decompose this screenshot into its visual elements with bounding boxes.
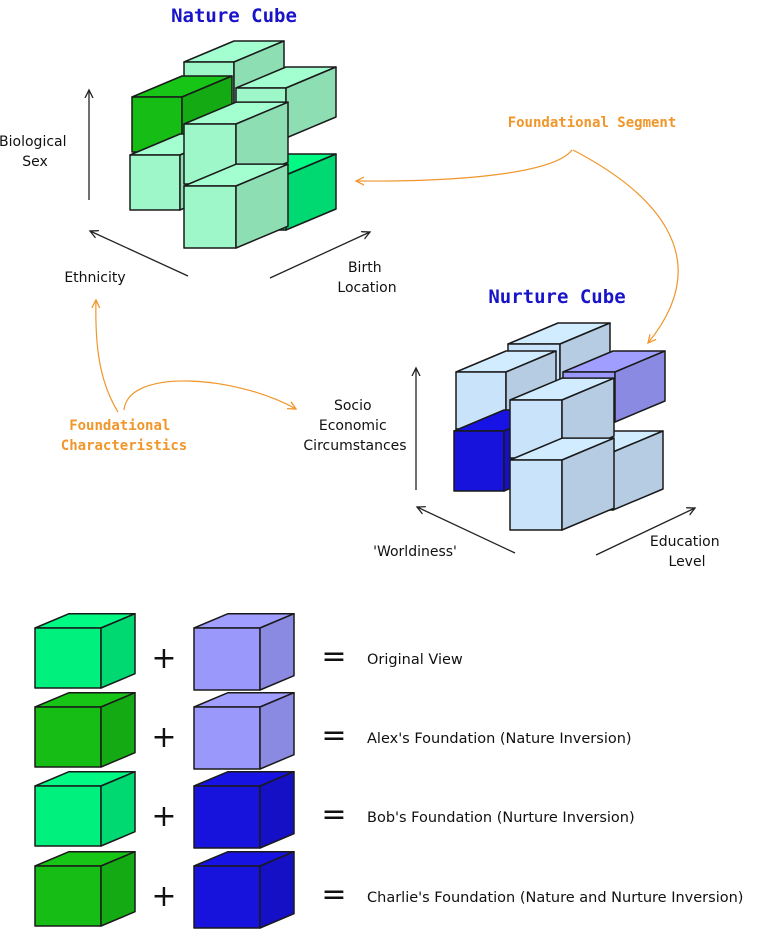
equals-sign: = [321,718,346,753]
equation-result-label: Alex's Foundation (Nature Inversion) [367,731,632,747]
characteristics-to-socio-arrow [123,380,296,411]
cube-front-face [453,430,505,492]
plus-sign: + [151,879,176,914]
nature-result-cube [34,691,136,768]
cube-front-face [183,185,237,249]
nature-cube-block [183,163,289,249]
equals-sign: = [321,639,346,674]
nature-result-cube [34,770,136,847]
nurture-vertical-label-line: Circumstances [303,438,406,454]
cube-side-face [259,850,295,929]
nurture-right-label-line: Education [650,534,720,550]
cube-side-face [100,850,136,927]
nature-right-label-line: Birth [348,260,382,276]
cube-front-face [129,154,181,211]
equation-result-label: Charlie's Foundation (Nature and Nurture… [367,890,743,906]
cube-side-face [100,770,136,847]
cube-side-face [235,163,289,249]
plus-sign: + [151,799,176,834]
cube-side-face [614,350,666,423]
nurture-vertical-label-line: Economic [319,418,387,434]
nurture-cube-title: Nurture Cube [488,286,625,308]
segment-to-nature-arrow [356,149,573,181]
cube-side-face [259,612,295,691]
cube-side-face [100,612,136,689]
nature-right-label-line: Location [337,280,396,296]
nature-vertical-axis-label: Biological Sex [0,134,71,170]
nature-right-axis-arrow [269,232,370,279]
nurture-cube [453,322,666,531]
nurture-result-cube [193,691,295,770]
cube-side-face [259,691,295,770]
plus-sign: + [151,641,176,676]
cube-front-face [34,627,102,689]
nature-result-cube [34,612,136,689]
cube-front-face [193,785,261,849]
foundational-characteristics-label: Foundational Characteristics [61,418,187,454]
nature-right-axis-label: Birth Location [337,260,396,296]
segment-to-nurture-arrow [572,149,679,343]
equation-result-label: Bob's Foundation (Nurture Inversion) [367,810,635,826]
foundational-characteristics-line: Foundational [69,418,170,434]
nurture-result-cube [193,850,295,929]
cube-side-face [259,770,295,849]
characteristics-to-ethnicity-arrow [96,300,119,413]
nature-left-axis-arrow [90,231,189,277]
nurture-cube-block [509,437,615,531]
nurture-result-cube [193,612,295,691]
nurture-left-axis-arrow [417,507,516,554]
cube-front-face [34,785,102,847]
cube-front-face [193,627,261,691]
nature-vertical-label-line: Sex [22,154,48,170]
equation-result-label: Original View [367,652,463,668]
nature-cube-title: Nature Cube [171,5,297,27]
nature-vertical-label-line: Biological [0,134,67,150]
nature-left-axis-label: Ethnicity [64,270,125,286]
nurture-right-axis-arrow [595,508,695,556]
nurture-left-axis-label: 'Worldiness' [373,544,457,560]
equation-rows: + = Original View + = Alex's Foundation (Natu… [34,612,743,929]
nurture-right-label-line: Level [669,554,706,570]
nurture-right-axis-label: Education Level [650,534,724,570]
nurture-result-cube [193,770,295,849]
nature-cube [129,40,337,249]
equals-sign: = [321,797,346,832]
nurture-vertical-axis-label: Socio Economic Circumstances [303,398,406,454]
equals-sign: = [321,877,346,912]
cube-front-face [509,459,563,531]
cube-front-face [34,865,102,927]
plus-sign: + [151,720,176,755]
cube-side-face [100,691,136,768]
foundational-segment-label: Foundational Segment [508,115,677,131]
foundational-characteristics-line: Characteristics [61,438,187,454]
cube-front-face [34,706,102,768]
nurture-vertical-label-line: Socio [334,398,372,414]
cube-front-face [193,865,261,929]
cube-side-face [561,437,615,531]
nature-result-cube [34,850,136,927]
cube-front-face [193,706,261,770]
nature-cube-block [235,66,337,139]
